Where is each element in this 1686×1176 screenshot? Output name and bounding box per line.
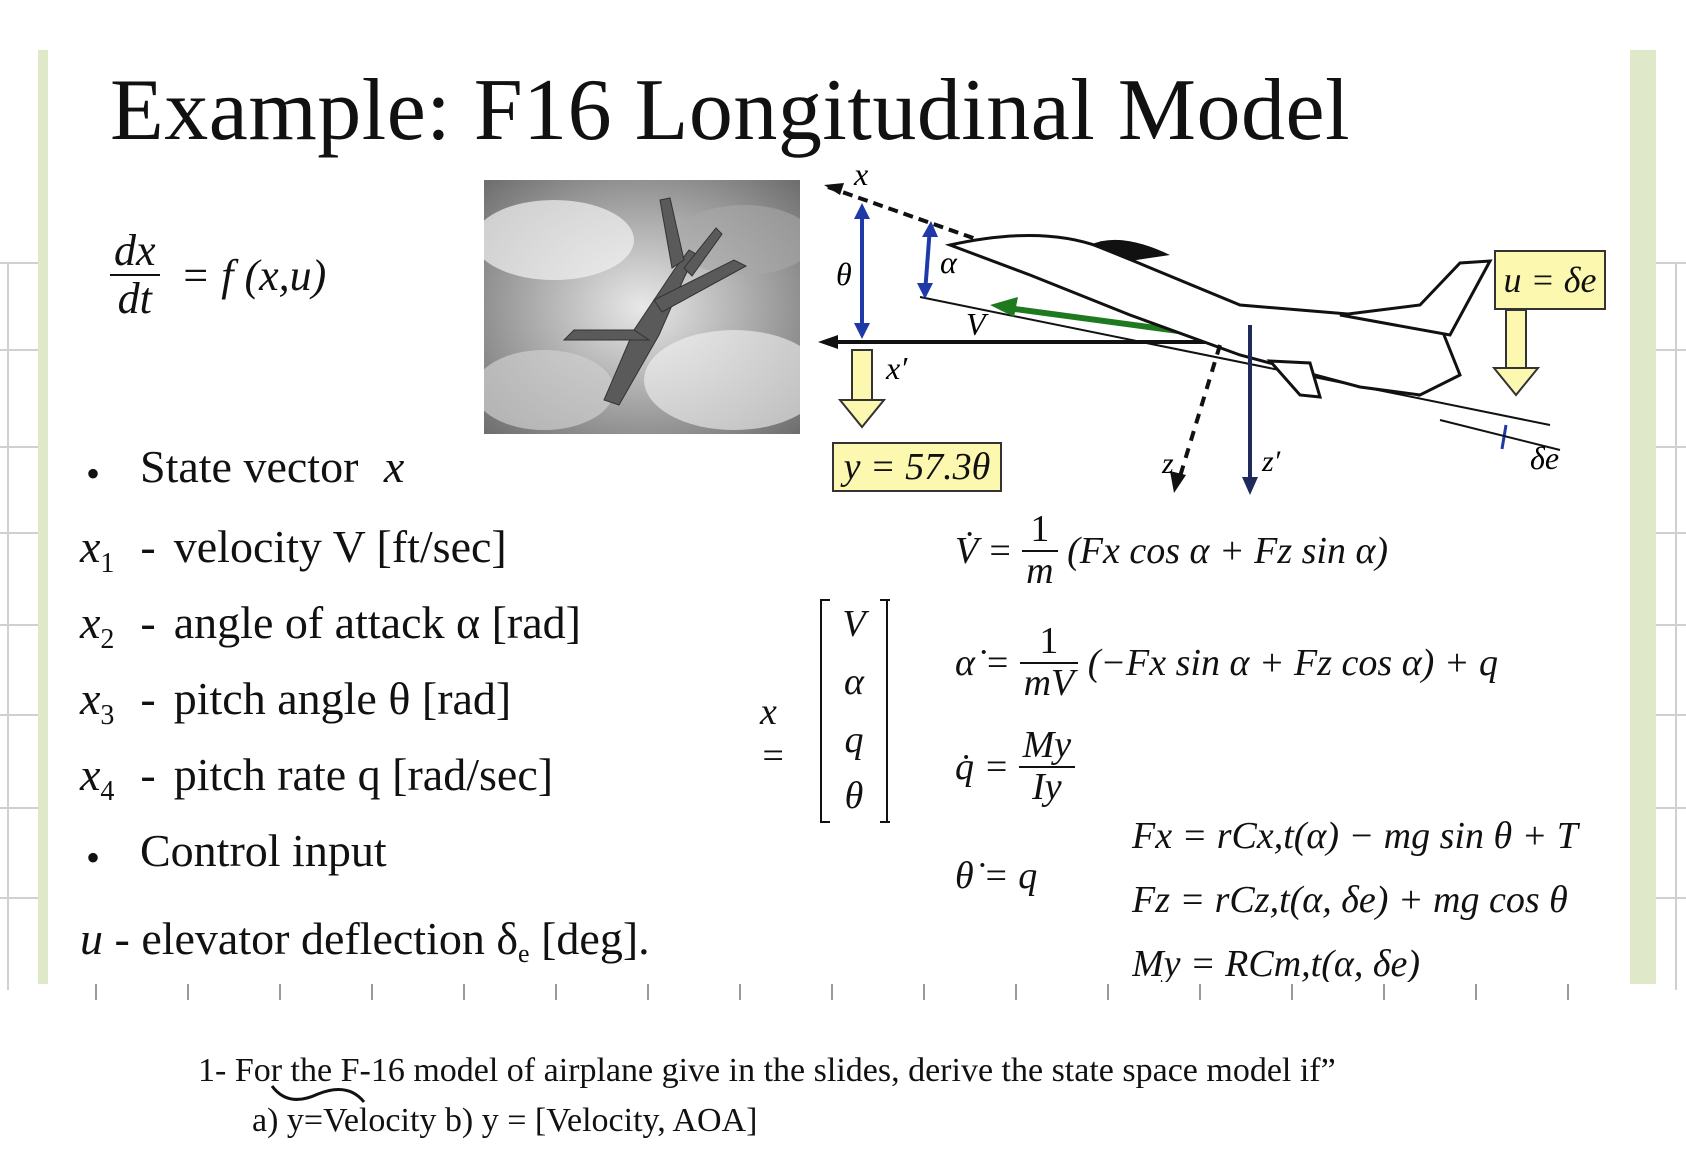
y-output-arrow	[851, 349, 873, 401]
z-axis-line	[1176, 344, 1222, 484]
qdot-lhs: q̇ =	[955, 745, 1010, 788]
fx-equation: Fx = rCx,t(α) − mg sin θ + T	[1132, 815, 1578, 857]
state-desc: pitch angle θ [rad]	[173, 673, 512, 724]
x-prime-label: x′	[885, 350, 908, 386]
x-axis-label: x	[853, 165, 868, 192]
f16-canopy	[1090, 239, 1170, 261]
matrix-brackets	[820, 599, 890, 823]
f16-outline	[944, 233, 1493, 399]
state-vector-bullet: State vector x	[140, 440, 404, 493]
alpha-arrow	[923, 226, 932, 294]
state-sub: 2	[100, 624, 115, 655]
x-prime-arrowhead	[818, 335, 838, 349]
state-var: x	[80, 749, 101, 800]
alphadot-equation: α̇ = 1 mV (−Fx sin α + Fz cos α) + q	[955, 621, 1498, 704]
control-line: u - elevator deflection δe [deg].	[80, 912, 650, 969]
my-equation: My = RCm,t(α, δe)	[1132, 943, 1421, 982]
alphadot-rhs: (−Fx sin α + Fz cos α) + q	[1087, 641, 1498, 684]
handwritten-brace-mark	[270, 1085, 366, 1103]
control-desc: - elevator deflection δ	[114, 913, 519, 964]
state-row: x2-angle of attack α [rad]	[80, 597, 581, 655]
state-sub: 3	[100, 700, 115, 731]
state-vector-matrix: V α q θ	[820, 600, 888, 822]
control-unit: [deg].	[529, 913, 650, 964]
qdot-equation: q̇ = My Iy	[955, 725, 1076, 808]
homework-subquestions: a) y=Velocity b) y = [Velocity, AOA]	[252, 1102, 758, 1139]
vdot-rhs: (Fx cos α + Fz sin α)	[1067, 529, 1389, 572]
state-sub: 1	[100, 548, 115, 579]
slide-title: Example: F16 Longitudinal Model	[110, 62, 1351, 159]
control-sub: e	[518, 939, 530, 968]
control-var: u	[80, 913, 103, 964]
vdot-num: 1	[1022, 509, 1058, 552]
f16-photo-image	[484, 180, 800, 434]
vdot-equation: V̇ = 1 m (Fx cos α + Fz sin α)	[955, 509, 1389, 592]
slide-accent-bar-right	[1630, 50, 1656, 984]
u-input-arrow	[1505, 309, 1527, 369]
qdot-fraction: My Iy	[1018, 725, 1076, 808]
alphadot-num: 1	[1019, 621, 1079, 664]
state-vector-label: State vector	[140, 441, 359, 492]
dynamics-equation: dx dt = f (x,u)	[110, 227, 327, 324]
matrix-entry: q	[844, 719, 864, 761]
state-var: x	[80, 521, 101, 572]
thetadot-equation: θ̇ = q	[955, 855, 1038, 897]
matrix-entry: α	[844, 661, 864, 703]
vdot-den: m	[1026, 549, 1054, 592]
z-label: z	[1161, 447, 1174, 480]
bullet-dot: •	[86, 451, 101, 496]
state-sub: 4	[100, 776, 115, 807]
state-var: x	[80, 673, 101, 724]
wind-line	[919, 296, 1551, 426]
derivative-numerator: dx	[110, 227, 160, 277]
fz-equation: Fz = rCz,t(α, δe) + mg cos θ	[1132, 879, 1568, 921]
state-vector-lhs: x =	[760, 691, 786, 777]
state-var: x	[80, 597, 101, 648]
theta-label: θ	[836, 256, 852, 292]
vdot-fraction: 1 m	[1022, 509, 1058, 592]
slide-accent-bar-left	[38, 50, 48, 984]
state-row: x3-pitch angle θ [rad]	[80, 673, 512, 731]
slide	[38, 50, 1638, 984]
alphadot-fraction: 1 mV	[1019, 621, 1079, 704]
velocity-label: V	[966, 306, 989, 342]
x-axis-arrowhead	[824, 183, 844, 195]
alphadot-lhs: α̇ =	[955, 641, 1011, 684]
qdot-num: My	[1018, 725, 1076, 768]
z-prime-label: z′	[1261, 445, 1281, 478]
delta-e-label: δe	[1530, 440, 1559, 476]
state-desc: velocity V [ft/sec]	[173, 521, 507, 572]
dynamics-rhs: = f (x,u)	[180, 250, 327, 300]
vdot-lhs: V̇ =	[955, 529, 1013, 572]
y-output-box: y = 57.3θ	[832, 442, 1002, 492]
matrix-entry: θ	[844, 775, 864, 817]
alpha-label: α	[940, 244, 958, 280]
state-row: x4-pitch rate q [rad/sec]	[80, 749, 554, 807]
state-row: x1-velocity V [ft/sec]	[80, 521, 507, 579]
slide-bottom-ticks	[95, 984, 1569, 1000]
alphadot-den: mV	[1023, 661, 1075, 704]
state-desc: pitch rate q [rad/sec]	[173, 749, 554, 800]
velocity-arrowhead	[990, 297, 1018, 317]
derivative-denominator: dt	[117, 274, 152, 324]
qdot-den: Iy	[1032, 765, 1062, 808]
homework-question: 1- For the F-16 model of airplane give i…	[198, 1052, 1336, 1089]
derivative-fraction: dx dt	[110, 227, 160, 324]
f16-body-axes-diagram: x θ α V x′ z z′ δe	[818, 165, 1561, 495]
u-input-box: u = δe	[1494, 250, 1606, 310]
bullet-dot: •	[86, 835, 101, 880]
control-input-label: Control input	[140, 825, 387, 876]
matrix-entry: V	[842, 603, 866, 645]
state-vector-symbol: x	[383, 441, 405, 492]
state-desc: angle of attack α [rad]	[173, 597, 581, 648]
f16-photo	[484, 180, 800, 434]
